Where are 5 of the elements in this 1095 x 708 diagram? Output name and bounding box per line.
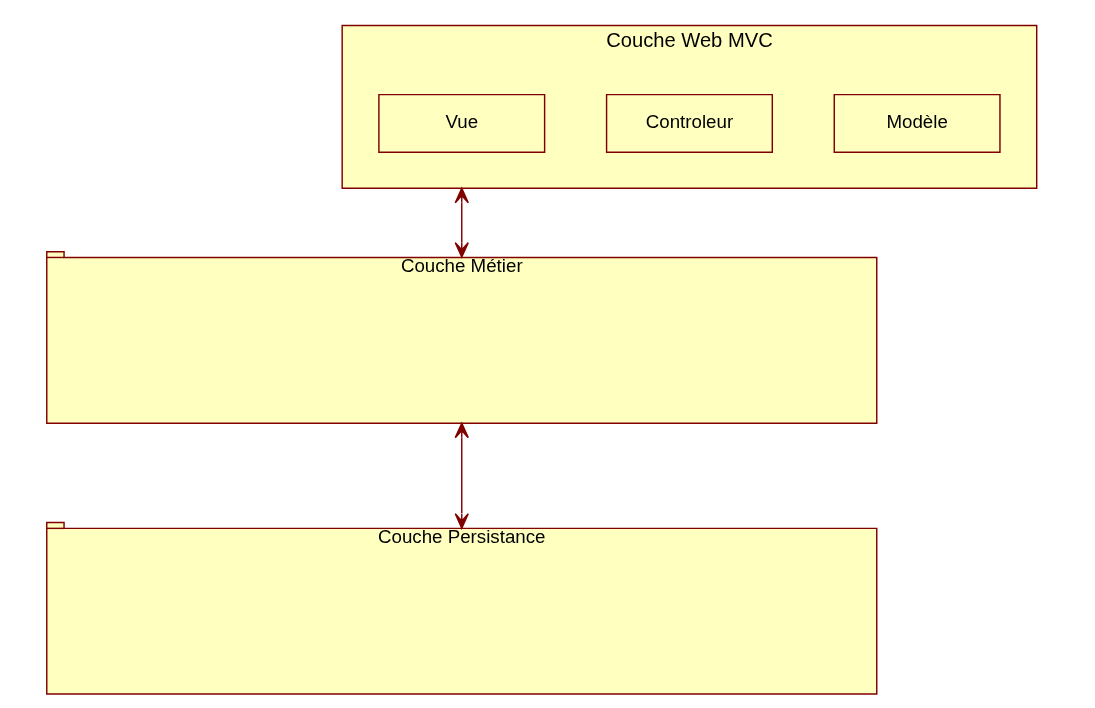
node-box: Controleur xyxy=(605,93,773,153)
arrow xyxy=(454,187,469,258)
node-box: Vue xyxy=(378,93,546,153)
node-box: Modèle xyxy=(833,93,1001,153)
arrow xyxy=(454,422,469,529)
